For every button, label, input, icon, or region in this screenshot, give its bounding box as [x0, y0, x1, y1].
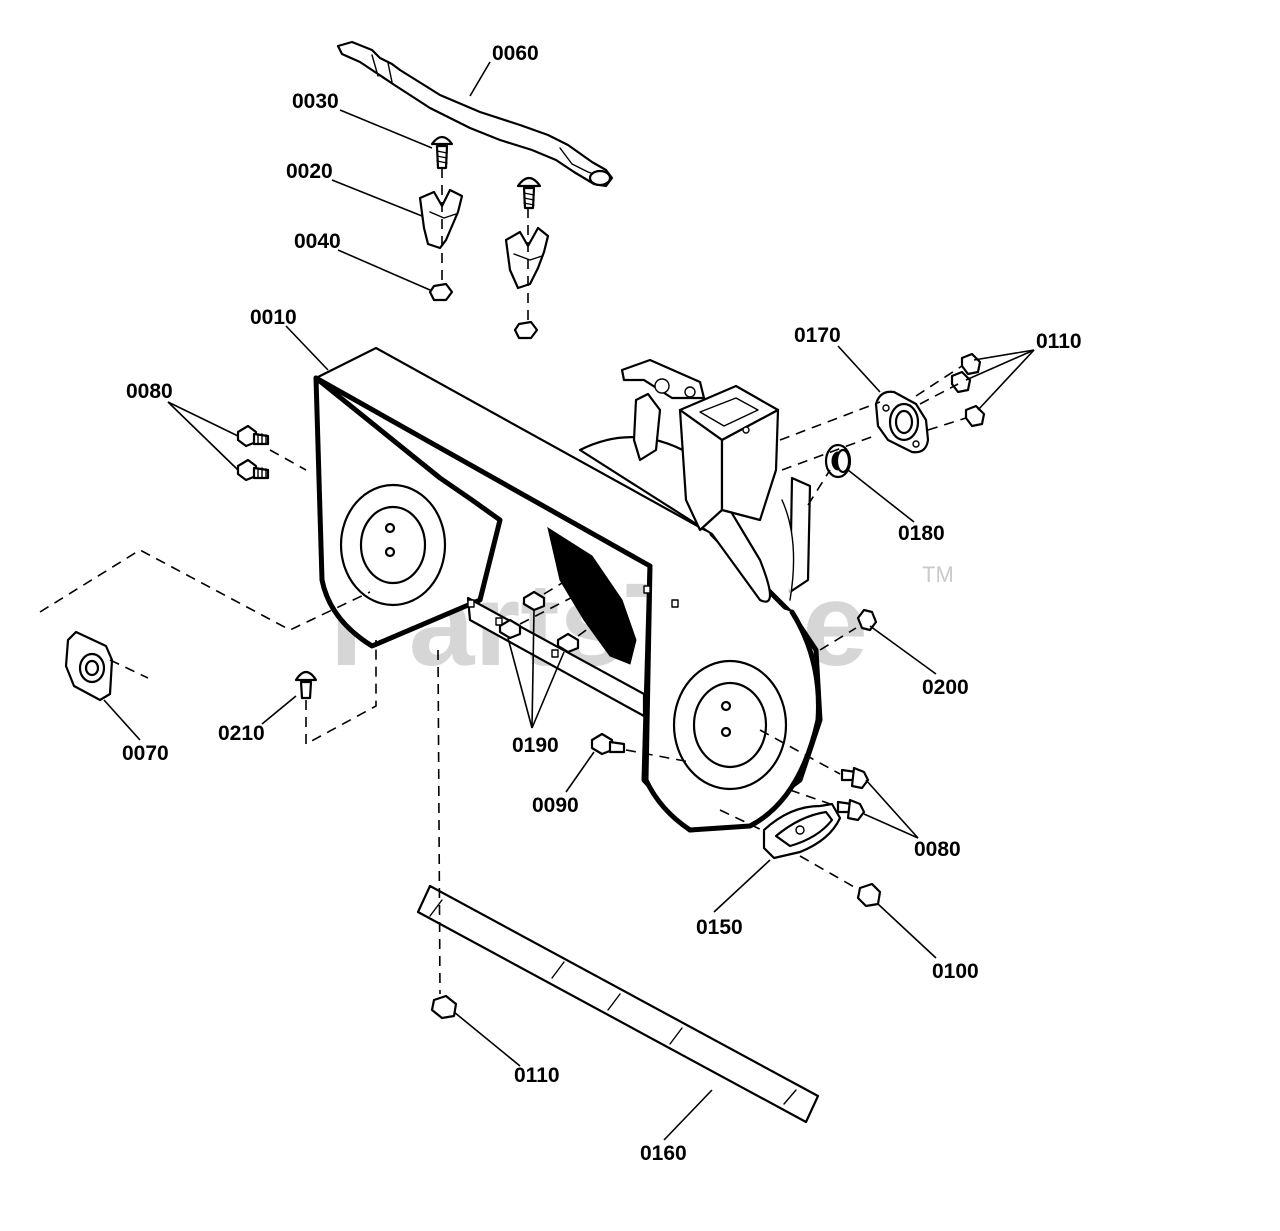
part-0190-bolt-1[interactable]	[522, 565, 591, 612]
part-0040-nut[interactable]	[428, 282, 454, 302]
part-0060-chute-crank[interactable]	[336, 40, 614, 188]
callout-0070[interactable]: 0070	[122, 742, 169, 765]
leader-lines	[103, 61, 1035, 1141]
callout-0080-right[interactable]: 0080	[914, 838, 961, 861]
callout-0040[interactable]: 0040	[294, 230, 341, 253]
callout-0110-bottom[interactable]: 0110	[514, 1064, 560, 1087]
part-0030-carriage-bolt[interactable]	[430, 135, 454, 170]
callout-0180[interactable]: 0180	[898, 522, 945, 545]
part-0190-bolt-2[interactable]	[498, 583, 599, 640]
part-0180-bearing[interactable]	[824, 443, 852, 479]
callout-0020[interactable]: 0020	[286, 160, 333, 183]
part-0110-nut-2[interactable]	[950, 370, 972, 394]
part-0020-bracket[interactable]	[418, 188, 464, 250]
part-0170-bearing-flange[interactable]	[874, 390, 930, 454]
part-0190-bolt-3[interactable]	[556, 609, 615, 654]
part-0160-scraper-bar[interactable]	[416, 884, 820, 1124]
part-0110-nut-3[interactable]	[964, 404, 986, 428]
part-0110-nut-1[interactable]	[960, 352, 982, 376]
part-0150-skid-shoe[interactable]	[762, 802, 842, 860]
callout-0030[interactable]: 0030	[292, 90, 339, 113]
part-0020-bracket-2[interactable]	[504, 226, 550, 290]
part-0080-bolt-right[interactable]	[836, 766, 870, 822]
part-0030-carriage-bolt-2[interactable]	[516, 176, 542, 210]
watermark-trademark: TM	[922, 562, 954, 587]
callout-0170[interactable]: 0170	[794, 324, 841, 347]
callout-0100[interactable]: 0100	[932, 960, 979, 983]
part-0070-plate[interactable]	[64, 630, 114, 702]
part-0200-plug[interactable]	[819, 608, 878, 651]
discharge-chute-base[interactable]	[620, 358, 812, 601]
part-0210-carriage-bolt[interactable]	[294, 670, 318, 700]
callout-0080-left[interactable]: 0080	[126, 380, 173, 403]
part-0110-nut-bottom[interactable]	[430, 994, 458, 1020]
callout-0190[interactable]: 0190	[512, 734, 559, 757]
part-0100-nut[interactable]	[856, 882, 882, 908]
callout-0060[interactable]: 0060	[492, 42, 539, 65]
callout-0090[interactable]: 0090	[532, 794, 579, 817]
part-0040-nut-2[interactable]	[513, 320, 539, 340]
callout-0110-top[interactable]: 0110	[1036, 330, 1082, 353]
callout-0150[interactable]: 0150	[696, 916, 743, 939]
callout-labels: 0060 0030 0020 0040 0010 0080 0170 0110 …	[122, 42, 1082, 1165]
part-0090-bolt[interactable]	[590, 732, 691, 763]
callout-0010[interactable]: 0010	[250, 306, 297, 329]
callout-0210[interactable]: 0210	[218, 722, 265, 745]
callout-0160[interactable]: 0160	[640, 1142, 687, 1165]
callout-0200[interactable]: 0200	[922, 676, 969, 699]
part-0080-bolt-left[interactable]	[236, 424, 270, 482]
